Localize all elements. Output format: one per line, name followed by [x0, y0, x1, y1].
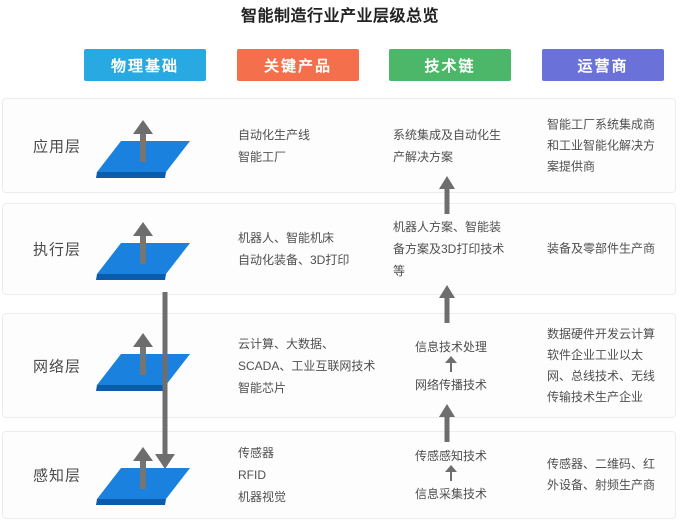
operators-cell: 传感器、二维码、红 外设备、射频生产商	[547, 457, 656, 492]
tech-chain-cell: 系统集成及自动化生 产解决方案	[393, 127, 502, 164]
page-title: 智能制造行业产业层级总览	[240, 8, 439, 25]
layer-label: 应用层	[33, 138, 82, 155]
products-cell: 云计算、大数据、 SCADA、工业互联网技术 智能芯片	[238, 336, 376, 395]
header-tech-chain: 技术链	[389, 49, 511, 81]
layer-platform-icon	[96, 120, 196, 182]
header-label: 关键产品	[263, 57, 332, 75]
up-arrow-icon	[445, 465, 457, 485]
layer-label: 网络层	[33, 358, 82, 375]
tech-bottom-label: 信息采集技术	[414, 487, 487, 501]
products-cell: 自动化生产线 智能工厂	[238, 127, 311, 164]
layer-row-network: 网络层 云计算、大数据、 SCADA、工业互联网技术 智能芯片 信息技术处理 网…	[2, 313, 676, 418]
header-key-products: 关键产品	[237, 49, 359, 81]
operators-cell: 智能工厂系统集成商 和工业智能化解决方 案提供商	[547, 117, 656, 173]
tech-top-label: 信息技术处理	[414, 339, 487, 354]
header-label: 技术链	[424, 57, 476, 75]
header-label: 物理基础	[110, 57, 179, 75]
operators-cell: 装备及零部件生产商	[547, 241, 656, 256]
layer-platform-icon	[96, 333, 196, 395]
layer-label: 执行层	[33, 241, 82, 259]
layer-row-perception: 感知层 传感器 RFID 机器视觉 传感感知技术 信息采集技术 传感器、二维码、…	[2, 431, 676, 519]
products-cell: 传感器 RFID 机器视觉	[238, 446, 287, 504]
tech-chain-cell: 机器人方案、智能装 备方案及3D打印技术 等	[393, 220, 505, 278]
layer-label: 感知层	[33, 467, 82, 485]
operators-cell: 数据硬件开发云计算 软件企业工业以太 网、总线技术、无线 传输技术生产企业	[547, 326, 656, 404]
header-physical-foundation: 物理基础	[84, 49, 206, 81]
layer-row-application: 应用层 自动化生产线 智能工厂 系统集成及自动化生 产解决方案 智能工厂系统集成…	[2, 98, 676, 193]
tech-chain-cell: 信息技术处理 网络传播技术	[388, 339, 514, 393]
tech-chain-cell: 传感感知技术 信息采集技术	[388, 448, 514, 502]
header-operators: 运营商	[542, 49, 664, 81]
products-cell: 机器人、智能机床 自动化装备、3D打印	[238, 231, 350, 267]
tech-bottom-label: 网络传播技术	[414, 377, 487, 392]
header-label: 运营商	[577, 57, 629, 75]
layer-platform-icon	[96, 447, 196, 509]
layer-row-execution: 执行层 机器人、智能机床 自动化装备、3D打印 机器人方案、智能装 备方案及3D…	[2, 203, 676, 295]
tech-top-label: 传感感知技术	[414, 449, 487, 463]
up-arrow-icon	[445, 355, 457, 376]
layer-platform-icon	[96, 222, 196, 284]
